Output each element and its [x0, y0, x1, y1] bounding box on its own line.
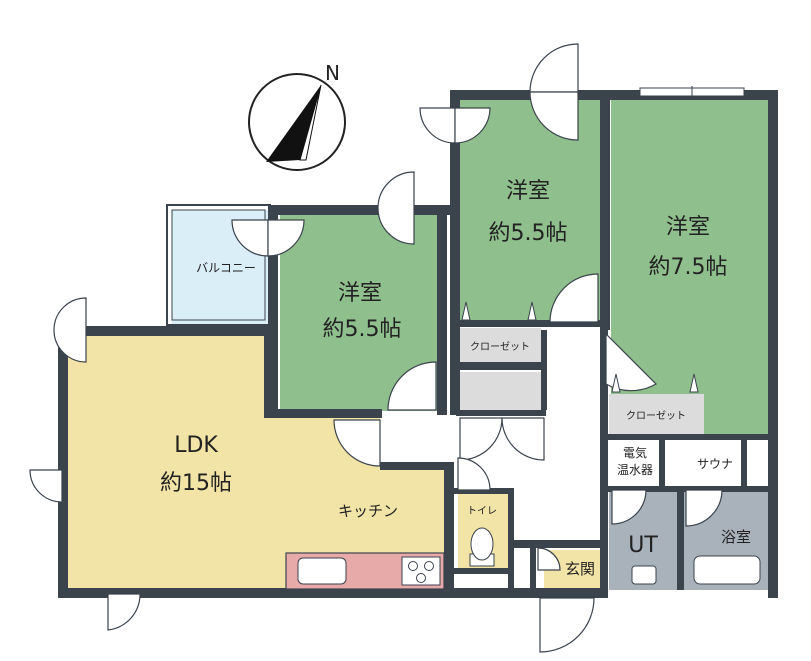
corridor-storage [459, 372, 541, 410]
compass-north-label: N [325, 61, 340, 85]
room-name-western-1: 洋室 [338, 281, 382, 306]
balcony-outline [166, 204, 271, 326]
compass: N [248, 61, 346, 171]
water-heater-label-2: 温水器 [617, 463, 653, 477]
stove [401, 556, 441, 586]
doors [29, 43, 723, 653]
kitchen-label: キッチン [338, 502, 398, 520]
room-size-western-2: 約5.5帖 [489, 221, 568, 246]
sauna-box [689, 440, 741, 484]
water-heater-box [611, 440, 659, 484]
burner-icon [408, 561, 418, 571]
closet-1-floor [459, 328, 541, 363]
ldk-floor [66, 334, 444, 588]
room-name-ldk: LDK [174, 433, 218, 458]
toilet-label: トイレ [467, 506, 497, 517]
balcony-label: バルコニー [196, 261, 256, 275]
burner-icon [424, 561, 434, 571]
closet-door-marks [461, 301, 699, 393]
room-name-western-3: 洋室 [666, 215, 710, 240]
bathtub-icon [693, 555, 761, 585]
room-size-ldk: 約15帖 [160, 471, 232, 496]
room-size-western-1: 約5.5帖 [323, 317, 402, 342]
closet-2-floor [609, 394, 704, 434]
compass-needle-icon [266, 85, 321, 162]
wash-basin-icon [631, 565, 657, 585]
burner-icon [416, 573, 426, 583]
utility-label: UT [628, 533, 658, 558]
toilet-icon [469, 527, 495, 567]
water-heater-label-1: 電気 [623, 445, 647, 460]
sauna-label: サウナ [697, 457, 733, 471]
room-name-western-2: 洋室 [506, 179, 550, 204]
closet-2-label: クローゼット [626, 410, 686, 422]
room-size-western-3: 約7.5帖 [649, 255, 728, 280]
entrance-label: 玄関 [565, 560, 595, 578]
bathroom-label: 浴室 [721, 528, 751, 546]
closet-1-label: クローゼット [470, 341, 530, 353]
kitchen-sink [297, 557, 347, 585]
walls [58, 90, 778, 598]
